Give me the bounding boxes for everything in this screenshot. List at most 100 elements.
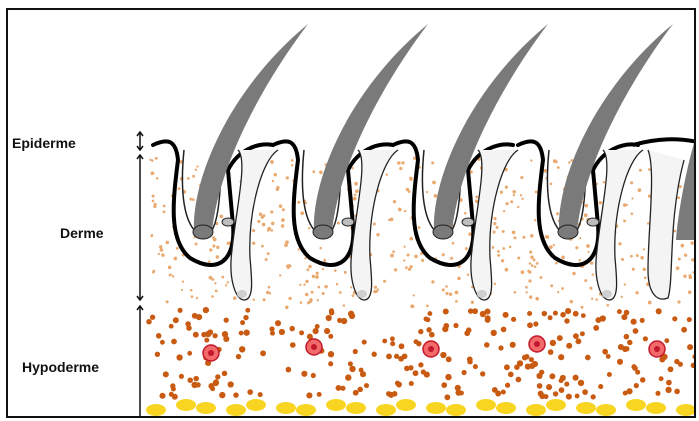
hypodermis-dot	[566, 394, 572, 400]
fat-cell-icon	[446, 404, 466, 416]
dermis-dot	[525, 286, 528, 289]
hypodermis-dot	[674, 359, 679, 364]
hypodermis-dot	[306, 392, 312, 398]
dermis-dot	[464, 212, 467, 215]
dermis-dot	[426, 191, 428, 193]
hypodermis-dot	[222, 371, 228, 377]
hypodermis-dot	[228, 381, 234, 387]
hypodermis-dot	[598, 384, 603, 389]
hypodermis-dot	[192, 313, 198, 319]
dermis-dot	[306, 268, 309, 271]
dermis-dot	[154, 203, 157, 206]
hypodermis-dot	[301, 371, 307, 377]
dermis-dot	[585, 204, 588, 207]
dermis-dot	[392, 250, 395, 253]
dermis-dot	[322, 292, 325, 295]
dermis-dot	[501, 259, 504, 262]
hypodermis-dot	[501, 327, 507, 333]
hypodermis-dot	[559, 378, 564, 383]
dermis-dot	[467, 274, 469, 276]
dermis-dot	[421, 259, 424, 262]
dermis-dot	[152, 271, 155, 274]
dermis-dot	[267, 229, 270, 232]
hypoderme-label: Hypoderme	[22, 359, 99, 375]
dermis-dot	[512, 231, 516, 235]
dermis-dot	[259, 212, 262, 215]
dermis-dot	[414, 255, 418, 259]
dermis-dot	[190, 289, 193, 292]
hypodermis-dot	[564, 318, 569, 323]
dermis-dot	[493, 222, 496, 225]
dermis-dot	[195, 168, 197, 170]
dermis-dot	[279, 274, 281, 276]
dermis-dot	[403, 246, 405, 248]
hypodermis-dot	[424, 372, 430, 378]
dermis-dot	[590, 261, 593, 264]
dermis-dot	[570, 300, 574, 304]
hypodermis-dot	[511, 317, 516, 322]
dermis-dot	[561, 287, 564, 290]
dermis-dot	[529, 295, 532, 298]
hypodermis-dot	[459, 391, 464, 396]
dermis-dot	[215, 290, 218, 293]
hypodermis-dot	[527, 311, 532, 316]
hypodermis-dot	[195, 382, 200, 387]
hypodermis-dot	[532, 361, 538, 367]
dermis-dot	[677, 196, 680, 199]
dermis-dot	[528, 271, 531, 274]
dermis-dot	[189, 198, 192, 201]
dermis-dot	[445, 292, 448, 295]
hypodermis-dot	[201, 332, 206, 337]
dermis-dot	[279, 204, 283, 208]
hypodermis-dot	[193, 332, 199, 338]
dermis-dot	[226, 242, 229, 245]
hypodermis-dot	[441, 382, 447, 388]
dermis-dot	[216, 255, 219, 258]
dermis-dot	[528, 279, 531, 282]
hypodermis-dot	[665, 387, 671, 393]
dermis-dot	[638, 188, 642, 192]
hypodermis-dot	[566, 343, 572, 349]
fat-cell-icon	[426, 402, 446, 414]
hypodermis-dot	[289, 326, 294, 331]
hypodermis-dot	[591, 394, 596, 399]
dermis-dot	[426, 305, 429, 308]
hypodermis-dot	[159, 393, 165, 399]
dermis-dot	[386, 173, 388, 175]
hypodermis-dot	[223, 336, 229, 342]
dermis-dot	[643, 248, 645, 250]
dermis-dot	[173, 257, 177, 261]
hypodermis-dot	[491, 330, 497, 336]
dermis-dot	[159, 245, 162, 248]
dermis-dot	[208, 260, 211, 263]
hypodermis-dot	[425, 317, 430, 322]
dermis-dot	[679, 185, 682, 188]
dermis-dot	[557, 291, 559, 293]
dermis-dot	[344, 271, 347, 274]
dermis-dot	[589, 287, 592, 290]
hypodermis-dot	[364, 383, 369, 388]
hypodermis-dot	[169, 324, 174, 329]
hypodermis-dot	[349, 366, 355, 372]
dermis-dot	[510, 200, 513, 203]
hypodermis-dot	[240, 320, 245, 325]
hypodermis-dot	[510, 342, 516, 348]
fat-cell-icon	[496, 402, 516, 414]
dermis-dot	[431, 161, 434, 164]
hypodermis-dot	[536, 373, 542, 379]
hypodermis-dot	[243, 315, 248, 320]
hypodermis-dot	[498, 345, 503, 350]
dermis-dot	[452, 242, 455, 245]
dermis-dot	[678, 258, 681, 261]
dermis-dot	[160, 248, 164, 252]
hypodermis-dot	[409, 381, 414, 386]
hypodermis-dot	[508, 372, 514, 378]
dermis-dot	[630, 181, 633, 184]
fat-cell-icon	[176, 399, 196, 411]
dermis-dot	[442, 288, 445, 291]
dermis-dot	[553, 159, 557, 163]
hypodermis-dot	[146, 319, 151, 324]
dermis-dot	[405, 266, 408, 269]
hair-follicle-layer	[153, 24, 696, 300]
hypodermis-dot	[593, 325, 599, 331]
